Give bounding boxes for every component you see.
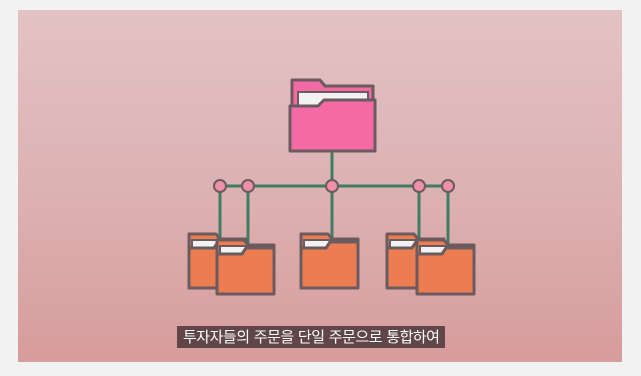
subtitle-caption: 투자자들의 주문을 단일 주문으로 통합하여 [177, 326, 446, 348]
root-folder-icon [288, 78, 377, 153]
child-folder-icon [299, 232, 360, 290]
tree-nodes [213, 179, 455, 193]
tree-connectors [218, 151, 450, 246]
folder-tree-diagram [187, 78, 476, 296]
child-folder-icon [415, 238, 476, 296]
child-folder-icon [215, 238, 276, 296]
video-frame: 투자자들의 주문을 단일 주문으로 통합하여 [18, 10, 622, 362]
